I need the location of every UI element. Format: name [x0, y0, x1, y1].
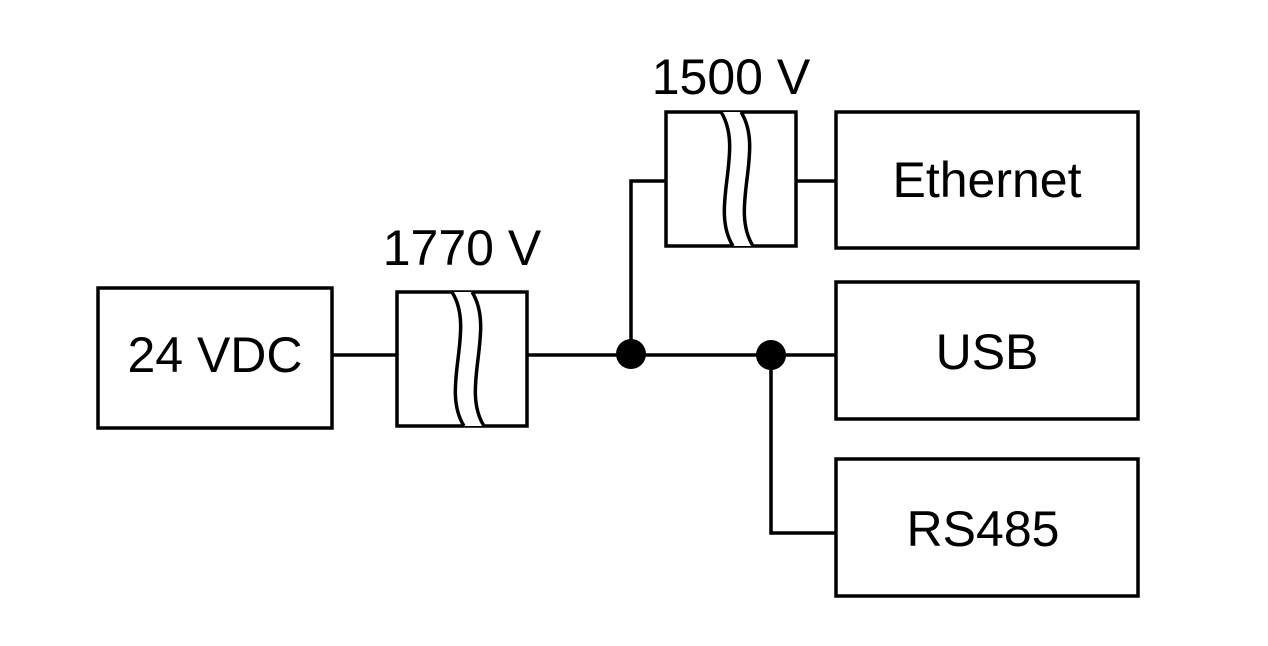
usb-block: USB	[834, 280, 1140, 421]
rs485-block: RS485	[834, 457, 1140, 598]
ethernet-isolation-barrier	[664, 110, 798, 248]
main-isolation-barrier	[395, 290, 529, 428]
ethernet-label: Ethernet	[892, 152, 1081, 208]
usb-label: USB	[936, 324, 1039, 380]
power-block: 24 VDC	[96, 286, 334, 430]
main-isolation-voltage: 1770 V	[383, 220, 542, 276]
ethernet-block: Ethernet	[834, 110, 1140, 250]
wire-to-rs485	[769, 355, 836, 535]
power-label: 24 VDC	[127, 327, 302, 383]
rs485-label: RS485	[907, 501, 1060, 557]
wire-to-ethernet-isolator	[629, 179, 666, 354]
ethernet-isolation-voltage: 1500 V	[652, 49, 811, 105]
